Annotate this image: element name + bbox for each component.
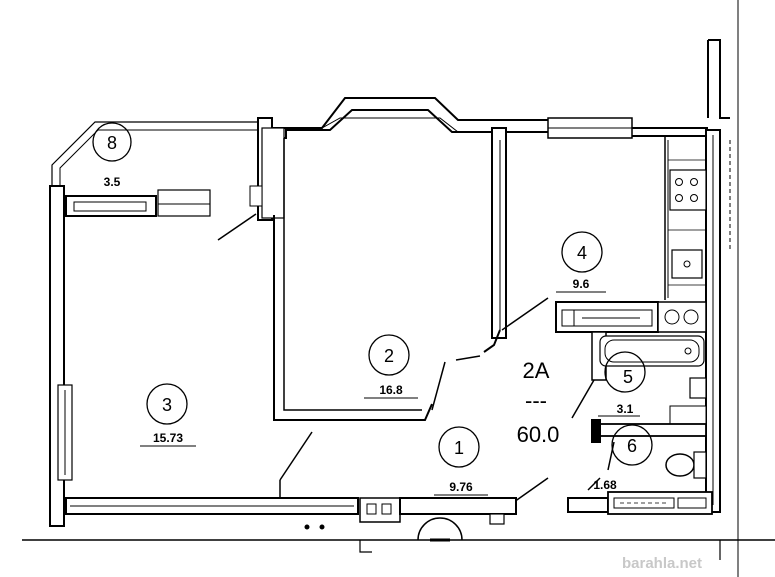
room-8-area: 3.5 <box>104 175 121 189</box>
apartment-total-area: 60.0 <box>517 422 560 447</box>
room-6-area: 1.68 <box>593 478 617 492</box>
room-8-number: 8 <box>107 133 117 153</box>
apartment-separator: --- <box>525 388 547 413</box>
room-4-number: 4 <box>577 243 587 263</box>
room-5-area: 3.1 <box>617 402 634 416</box>
room-3-number: 3 <box>162 395 172 415</box>
watermark-text: barahla.net <box>622 555 702 572</box>
room-2-number: 2 <box>384 346 394 366</box>
room-1-number: 1 <box>454 438 464 458</box>
room-5-number: 5 <box>623 367 633 387</box>
watermark-logo: barahla.net <box>622 555 702 572</box>
room-3-area: 15.73 <box>153 431 183 445</box>
room-6-number: 6 <box>627 436 637 456</box>
room-2-area: 16.8 <box>379 383 403 397</box>
apartment-type: 2A <box>523 358 550 383</box>
room-4-area: 9.6 <box>573 277 590 291</box>
room-1-area: 9.76 <box>449 480 473 494</box>
